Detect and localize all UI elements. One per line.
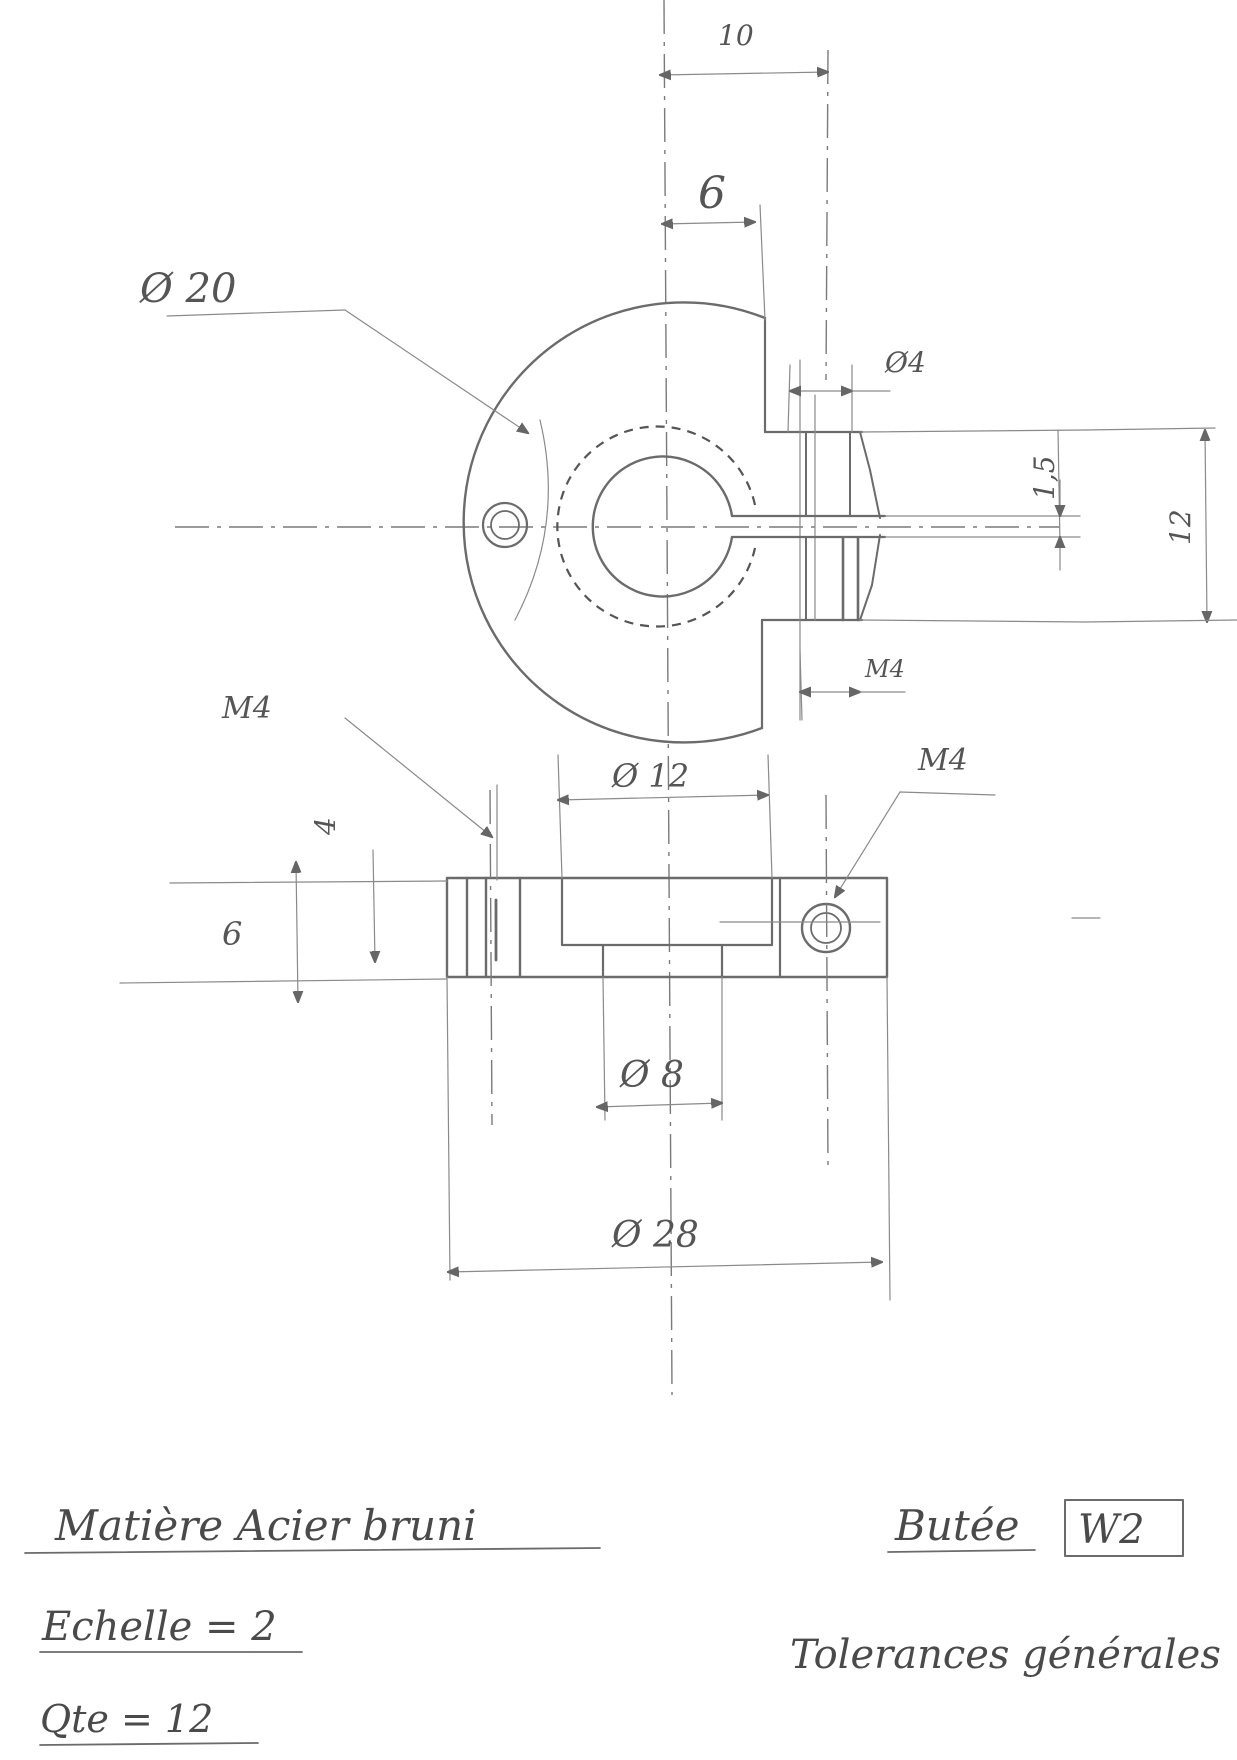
dim-4-line — [373, 849, 375, 962]
part-ref-box — [1064, 1499, 1184, 1557]
front-dimensions: M4 M4 Ø 12 4 6 Ø 8 Ø 28 — [221, 691, 996, 1301]
part-name: Butée — [894, 1501, 1020, 1550]
screw-axis-top — [825, 49, 829, 381]
top-view — [175, 0, 1086, 1396]
dim-dia4-label: Ø4 — [884, 346, 926, 379]
counterbore-step — [560, 876, 774, 947]
part-ref: W2 — [1078, 1507, 1145, 1553]
dim-m4-side-label: M4 — [864, 655, 905, 683]
dim-12-right-line — [1205, 430, 1207, 622]
dim-6-top-label: 6 — [698, 168, 726, 219]
dim-10-label: 10 — [718, 19, 754, 52]
dim-10-line — [660, 72, 828, 75]
scale-note: Echelle = 2 — [41, 1604, 277, 1650]
dim-4-label: 4 — [309, 817, 342, 836]
dim-m4-left-leader — [344, 717, 492, 837]
tolerances-note: Tolerances générales — [790, 1632, 1221, 1678]
dim-m4-right-label: M4 — [917, 743, 968, 778]
dim-m4-left-label: M4 — [221, 691, 272, 726]
counterbore-hidden-circle — [556, 425, 757, 628]
dim-dia28-line — [448, 1262, 882, 1272]
dim-dia8-label: Ø 8 — [619, 1055, 684, 1096]
vertical-center-axis — [663, 0, 673, 1396]
dim-6-left-label: 6 — [222, 915, 242, 953]
front-view-outline — [445, 876, 889, 979]
top-view-screw-hole — [481, 501, 529, 549]
front-view — [119, 789, 1101, 1171]
dim-dia20-label: Ø 20 — [139, 266, 236, 312]
dim-dia12-label: Ø 12 — [611, 757, 689, 795]
dim-dia8-line — [597, 1103, 722, 1107]
dim-1-5-label: 1,5 — [1028, 455, 1061, 500]
dim-dia20-leader — [344, 309, 528, 433]
top-dimensions: 10 6 Ø 20 Ø4 1,5 12 M4 — [139, 19, 1237, 721]
bore-circle — [591, 455, 734, 598]
quantity-note: Qte = 12 — [40, 1697, 213, 1741]
dim-m4-right-leader — [835, 791, 901, 897]
dim-dia12-line — [558, 795, 768, 800]
outer-body-arc — [462, 301, 767, 744]
dim-6-top-line — [662, 222, 755, 224]
title-block: Matière Acier bruni Echelle = 2 Qte = 12… — [24, 1499, 1221, 1746]
dim-12-right-label: 12 — [1164, 509, 1197, 545]
material-note: Matière Acier bruni — [54, 1501, 477, 1550]
dim-dia28-label: Ø 28 — [611, 1215, 699, 1256]
dim-6-left-line — [296, 862, 298, 1002]
